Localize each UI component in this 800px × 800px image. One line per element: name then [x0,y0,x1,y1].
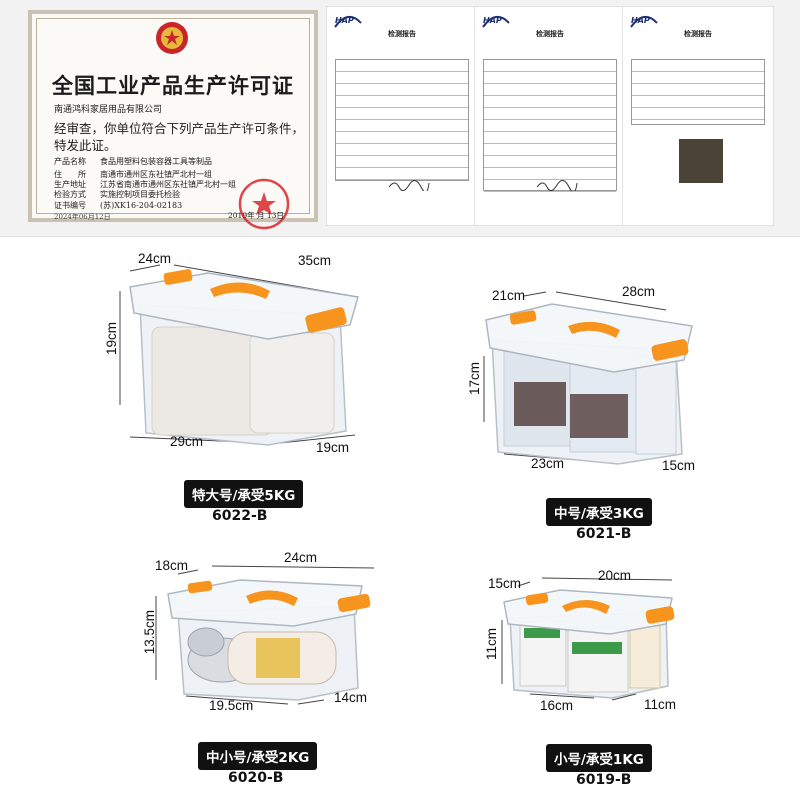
storage-box-6021 [483,291,693,465]
dimension-depth: 21cm [492,288,526,303]
dimension-height: 17cm [467,362,482,396]
certificate-date: 2019年 月 13日 [228,211,284,220]
national-emblem-icon [156,22,188,54]
signature-icon [536,180,578,191]
report-table [483,59,617,192]
storage-box-6020 [155,565,375,705]
dimension-length: 20cm [598,568,632,583]
dimension-height: 19cm [104,322,119,356]
report-logo: HAP [335,16,354,25]
report-logo: HAP [483,16,502,25]
test-report-page: HAP 检测报告 [326,6,478,226]
sample-photo [679,139,723,183]
certificate-title: 全国工业产品生产许可证 [52,73,294,98]
red-seal-stamp-icon [238,178,290,230]
dimension-bottom-length: 29cm [170,434,204,449]
report-table [631,59,765,125]
hap-logo-icon [630,16,658,28]
model-code: 6019-B [576,772,632,788]
dimension-height: 13.5cm [142,610,157,655]
dimension-depth: 18cm [155,558,189,573]
capacity-badge: 中号/承受3KG [546,498,652,526]
certificate-row: 生产地址江苏省南通市通州区东社镇严北村一组 [54,180,236,189]
storage-box-6019 [501,577,675,701]
signature-icon [388,180,430,191]
dimension-depth: 15cm [488,576,522,591]
dimension-height: 11cm [484,628,499,661]
report-table [335,59,469,181]
dimension-bottom-depth: 15cm [662,458,696,473]
dimension-bottom-depth: 11cm [644,697,677,712]
report-title: 检测报告 [536,30,564,38]
certificate-body: 经审查，你单位符合下列产品生产许可条件，特发此证。 [54,121,305,153]
capacity-badge: 小号/承受1KG [546,744,652,772]
test-report-page: HAP 检测报告 [622,6,774,226]
dimension-bottom-depth: 19cm [316,440,350,455]
dimension-length: 24cm [284,550,318,565]
dimension-bottom-length: 23cm [531,456,565,471]
certificate-row: 检验方式实施控制项目委托检验 [54,190,180,199]
test-report-page: HAP 检测报告 [474,6,626,226]
certificate-company: 南通鸿科家居用品有限公司 [54,105,163,115]
certificate-row: 产品名称食品用塑料包装容器工具等制品 [54,157,212,166]
dimension-bottom-length: 16cm [540,698,574,713]
certificate-row: 住 所南通市通州区东社镇严北村一组 [54,170,212,179]
dimension-bottom-length: 19.5cm [209,698,254,713]
dimension-depth: 24cm [138,251,172,266]
report-title: 检测报告 [684,30,712,38]
hap-logo-icon [334,16,362,28]
dimension-length: 28cm [622,284,656,299]
storage-box-6022 [119,264,359,446]
dimension-bottom-depth: 14cm [334,690,368,705]
certificate-border [36,18,310,214]
model-code: 6022-B [212,508,268,524]
report-title: 检测报告 [388,30,416,38]
capacity-badge: 中小号/承受2KG [198,742,318,770]
capacity-badge: 特大号/承受5KG [184,480,304,508]
hap-logo-icon [482,16,510,28]
certificate-row: 证书编号(苏)XK16-204-02183 [54,201,183,210]
certificate-expiry: 2024年06月12日 [54,213,111,221]
divider [0,236,800,237]
production-license-certificate: 全国工业产品生产许可证 南通鸿科家居用品有限公司 经审查，你单位符合下列产品生产… [28,10,318,230]
model-code: 6021-B [576,526,632,542]
dimension-length: 35cm [298,253,332,268]
model-code: 6020-B [228,770,284,786]
report-logo: HAP [631,16,650,25]
